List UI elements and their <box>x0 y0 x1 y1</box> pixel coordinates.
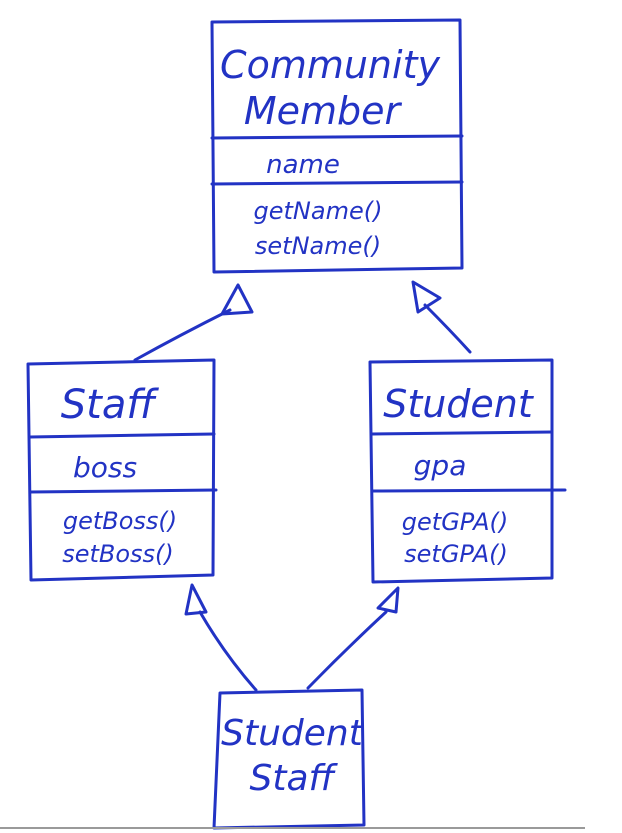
community-member-box <box>210 18 464 274</box>
class-staff: Staff boss getBoss() setBoss() <box>26 358 218 582</box>
inheritance-student-staff-to-student <box>306 586 400 690</box>
class-student: Student gpa getGPA() setGPA() <box>368 358 567 584</box>
student-staff-box <box>212 688 366 830</box>
staff-attr-divider <box>28 488 218 494</box>
hollow-triangle-arrowhead <box>411 280 442 314</box>
community-member-name-divider <box>210 134 464 140</box>
generalization-line <box>306 610 388 690</box>
student-title: Student <box>383 382 535 426</box>
generalization-line <box>198 610 258 692</box>
community-member-attribute-name: name <box>266 150 340 180</box>
inheritance-student-to-community-member <box>411 280 472 354</box>
staff-title: Staff <box>61 382 160 428</box>
community-member-method-setname: setName() <box>255 232 381 260</box>
community-member-title-line1: Community <box>220 43 440 87</box>
inheritance-student-staff-to-staff <box>184 583 258 692</box>
student-name-divider <box>370 430 554 436</box>
community-member-title-line2: Member <box>244 89 403 133</box>
community-member-method-getname: getName() <box>254 197 383 225</box>
student-staff-title-line1: Student <box>221 713 365 754</box>
staff-attribute-boss: boss <box>73 451 137 484</box>
student-method-setgpa: setGPA() <box>404 540 508 568</box>
staff-method-getboss: getBoss() <box>63 507 177 535</box>
student-staff-title-line2: Staff <box>249 758 338 799</box>
student-attr-divider <box>371 488 567 493</box>
class-community-member: Community Member name getName() setName(… <box>210 18 464 274</box>
generalization-line <box>423 303 472 354</box>
hollow-triangle-arrowhead <box>220 283 254 316</box>
class-student-staff: Student Staff <box>212 688 366 830</box>
student-method-getgpa: getGPA() <box>402 508 508 536</box>
staff-box <box>26 358 216 582</box>
staff-method-setboss: setBoss() <box>62 540 174 568</box>
student-box <box>368 358 554 584</box>
generalization-line <box>133 308 232 362</box>
student-attribute-gpa: gpa <box>414 449 467 482</box>
inheritance-staff-to-community-member <box>133 283 254 362</box>
community-member-attr-divider <box>210 180 464 186</box>
staff-name-divider <box>28 432 216 439</box>
hollow-triangle-arrowhead <box>376 586 400 614</box>
hollow-triangle-arrowhead <box>184 583 208 616</box>
